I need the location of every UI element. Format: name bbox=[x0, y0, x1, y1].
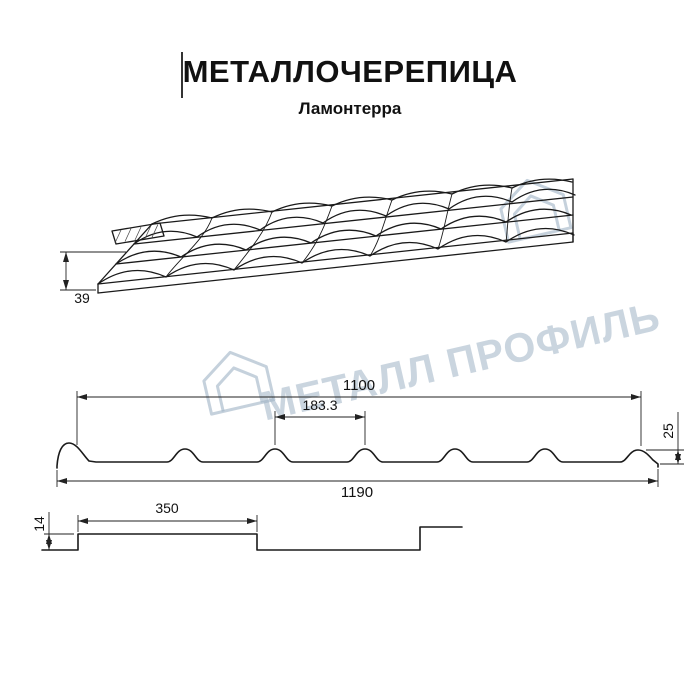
hatch-line bbox=[144, 225, 152, 239]
watermark-logo-inner bbox=[512, 194, 561, 240]
wave-row-0 bbox=[151, 178, 573, 225]
dim-label-39: 39 bbox=[74, 290, 90, 306]
wave-column-6 bbox=[505, 187, 513, 243]
step-profile-line bbox=[41, 526, 463, 551]
longitudinal-section-view: 350 14 bbox=[31, 500, 463, 551]
dim-cover-width: 1100 bbox=[76, 377, 642, 446]
sheet-left-edge bbox=[97, 223, 153, 285]
step-line-2 bbox=[115, 214, 574, 265]
wave-row-3 bbox=[97, 227, 575, 285]
dim-label-350: 350 bbox=[155, 500, 179, 516]
header-divider bbox=[181, 52, 183, 98]
dim-module-length: 350 bbox=[77, 500, 258, 532]
watermark-logo-outer bbox=[202, 350, 276, 416]
mounting-flange bbox=[111, 222, 165, 245]
eave-line bbox=[97, 232, 574, 285]
flange-hatching bbox=[114, 224, 159, 244]
dim-overall-width: 1190 bbox=[56, 469, 659, 501]
page-title: МЕТАЛЛОЧЕРЕПИЦА bbox=[182, 54, 518, 89]
dim-step-height: 14 bbox=[31, 512, 74, 550]
dim-profile-height: 25 bbox=[646, 412, 684, 465]
wave-column-1 bbox=[165, 217, 213, 278]
dim-label-183-3: 183.3 bbox=[302, 397, 337, 413]
dim-front-edge-height: 39 bbox=[60, 251, 126, 306]
cross-section-view: 1100 183.3 25 1190 bbox=[56, 377, 684, 501]
page-subtitle: Ламонтерра bbox=[298, 99, 402, 118]
hatch-line bbox=[151, 224, 159, 238]
wave-column-3 bbox=[301, 205, 333, 264]
wave-column-2 bbox=[233, 211, 273, 271]
dim-label-25: 25 bbox=[660, 423, 676, 439]
hatch-line bbox=[134, 226, 142, 241]
dim-label-14: 14 bbox=[31, 516, 47, 532]
step-line-1 bbox=[133, 196, 574, 245]
wave-row-1 bbox=[133, 188, 576, 245]
dim-wave-pitch: 183.3 bbox=[274, 397, 366, 445]
dim-label-1100: 1100 bbox=[343, 377, 375, 394]
hatch-line bbox=[124, 228, 132, 242]
dim-label-1190: 1190 bbox=[341, 484, 373, 501]
profile-curve bbox=[56, 442, 659, 469]
wave-column-5 bbox=[437, 193, 453, 250]
wave-column-4 bbox=[369, 199, 393, 257]
watermark-logo-main bbox=[202, 350, 276, 416]
perspective-view: 39 bbox=[60, 178, 576, 306]
hatch-line bbox=[114, 229, 122, 244]
eave-front-face bbox=[97, 241, 574, 294]
